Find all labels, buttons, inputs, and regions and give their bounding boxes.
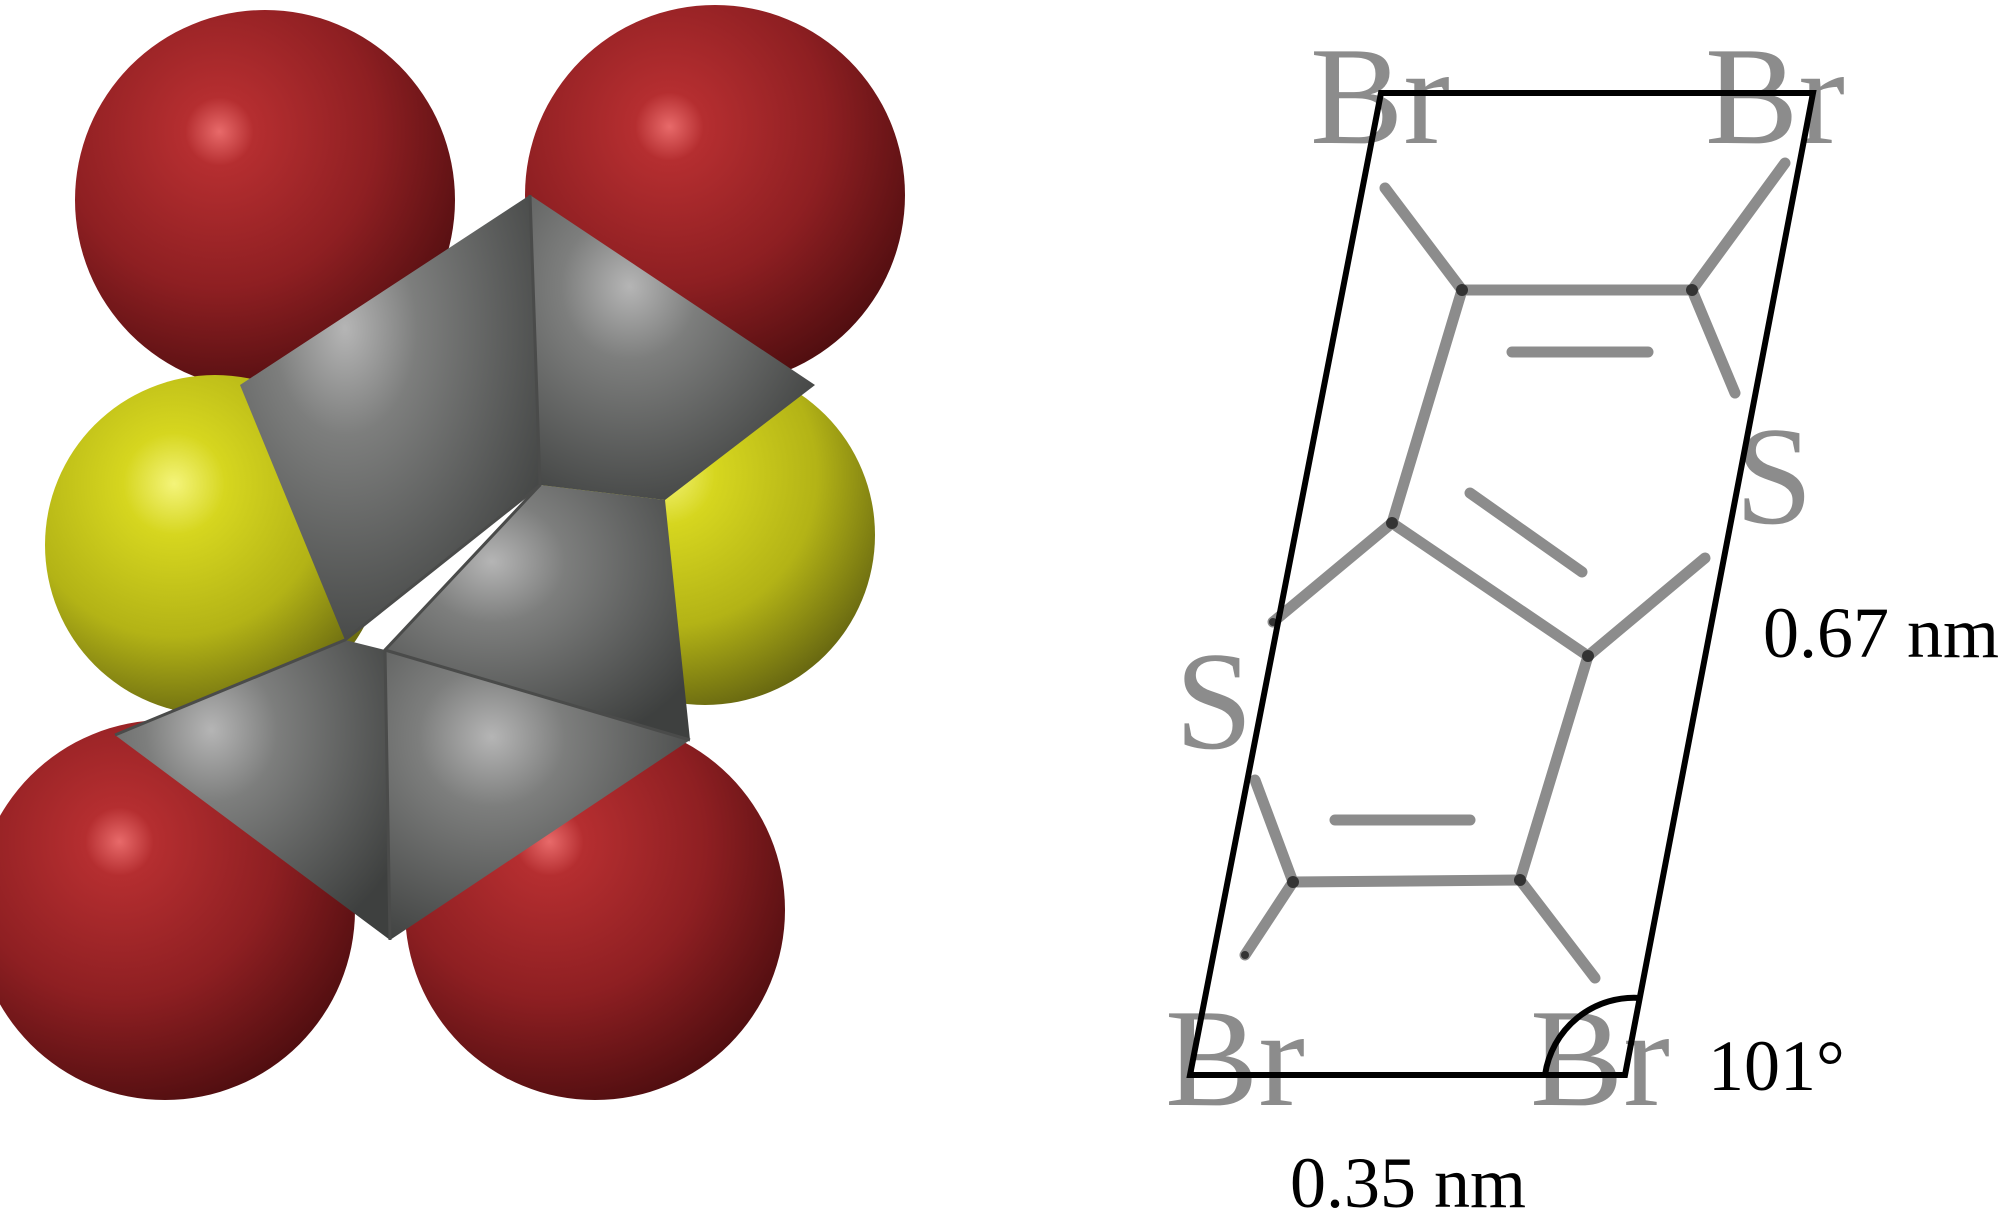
bromine-atom-sphere: [75, 10, 455, 390]
sulfur-label-left: S: [1175, 624, 1253, 779]
angle-arc: [1542, 994, 1642, 1076]
double-bond-inner: [1464, 487, 1588, 578]
bond: [1514, 650, 1594, 886]
space-filling-model: [0, 5, 905, 1100]
bond: [1267, 517, 1398, 628]
bond: [1249, 774, 1299, 888]
bond: [1287, 874, 1526, 888]
bromine-label-top-right: Br: [1705, 19, 1845, 174]
carbon-core: [114, 194, 815, 941]
bond: [1686, 284, 1741, 399]
bond: [1386, 517, 1594, 662]
bond: [1379, 182, 1468, 296]
length-label-bottom: 0.35 nm: [1290, 1143, 1526, 1223]
structural-formula: Br Br S S Br Br 0.67 nm 101° 0.35 nm: [1165, 19, 1999, 1223]
bond: [1239, 876, 1299, 961]
bond: [1386, 284, 1468, 529]
length-label-side: 0.67 nm: [1763, 593, 1999, 673]
unit-cell-outline: [1186, 90, 1817, 1078]
angle-label: 101°: [1708, 1026, 1845, 1106]
sulfur-label-right: S: [1735, 399, 1813, 554]
bonds: [1239, 157, 1791, 984]
bromine-label-bottom-left: Br: [1165, 981, 1305, 1136]
bond: [1582, 552, 1711, 662]
bond: [1686, 157, 1791, 296]
ring-junction-dots: [1241, 284, 1698, 959]
bond: [1514, 874, 1601, 984]
